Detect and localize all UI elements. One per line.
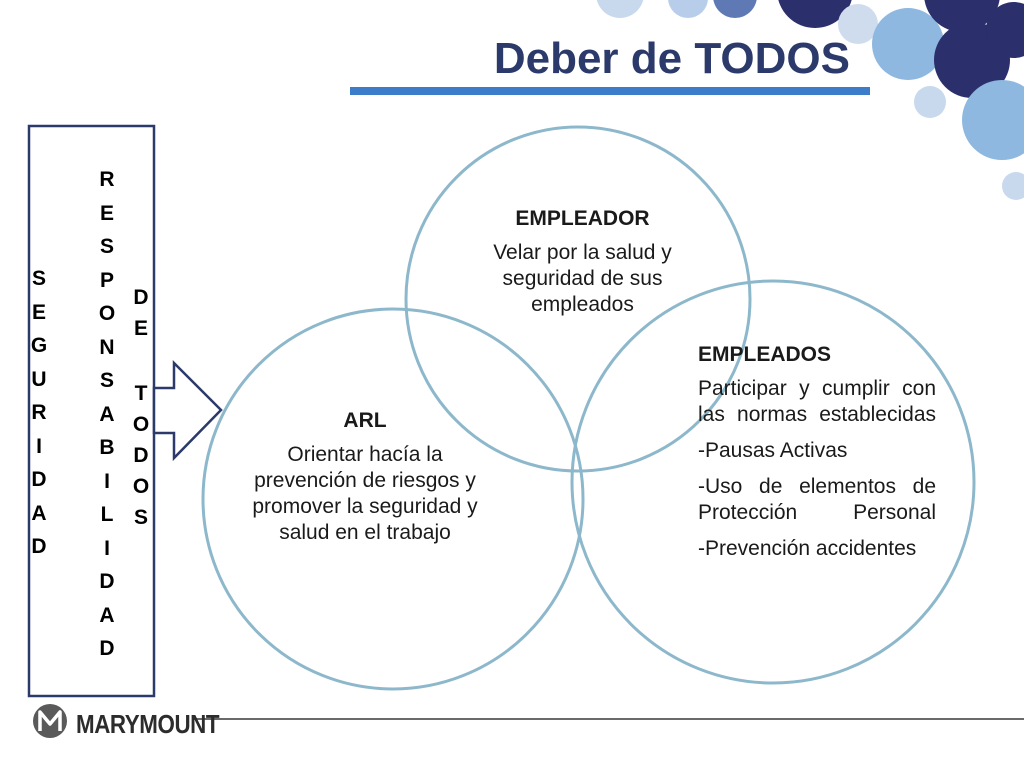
deco-dot [838, 4, 878, 44]
deco-dot [986, 2, 1024, 58]
letter: N [99, 335, 115, 359]
deco-dot [668, 0, 708, 18]
logo-wordmark: MARYMOUNT [76, 709, 220, 739]
letter: I [104, 536, 110, 560]
letter: A [99, 402, 115, 426]
letter: D [31, 535, 47, 558]
letter: A [99, 603, 115, 627]
circle-arl [201, 307, 585, 691]
letter: U [31, 367, 47, 391]
letter: I [104, 469, 110, 493]
empleados-text: EMPLEADOS Participar y cumplir con las n… [698, 342, 936, 572]
empleados-item: -Prevención accidentes [698, 537, 917, 560]
deco-dot [778, 0, 852, 28]
empleados-heading: EMPLEADOS [698, 343, 832, 366]
empleados-item: Participar y cumplir con las normas esta… [698, 377, 936, 426]
letter: E [133, 317, 148, 340]
letter: O [132, 413, 150, 436]
letter: S [133, 506, 148, 529]
deco-dot [1002, 172, 1024, 200]
letter: A [31, 501, 47, 525]
letter: R [99, 168, 115, 191]
empleados-item: -Uso de elementos de Protección Personal [698, 475, 936, 524]
deco-dot [872, 8, 944, 80]
letter: D [31, 468, 47, 491]
empleador-heading: EMPLEADOR [515, 207, 650, 230]
letter: D [99, 637, 115, 660]
letter: L [100, 503, 114, 526]
letter: S [31, 267, 46, 290]
arl-heading: ARL [343, 409, 387, 432]
letter: B [99, 436, 115, 459]
circle-empleados [570, 279, 976, 685]
letter: O [98, 302, 116, 325]
letter: S [99, 235, 114, 258]
empleados-item: -Pausas Activas [698, 439, 848, 462]
letter: E [99, 201, 114, 225]
logo-mark [33, 704, 67, 738]
letter: D [133, 444, 149, 467]
arl-description: Orientar hacía la prevención de riesgos … [252, 443, 478, 544]
arl-text: ARL Orientar hacía la prevención de ries… [246, 408, 484, 546]
decorative-dots [596, 0, 1024, 200]
deco-dot [962, 80, 1024, 160]
title-underline [350, 87, 870, 95]
letter: P [99, 268, 114, 292]
circle-empleador [404, 125, 752, 473]
letter: E [31, 300, 46, 324]
letter: S [99, 369, 114, 392]
empleador-text: EMPLEADOR Velar por la salud y seguridad… [470, 206, 695, 318]
letter: O [132, 475, 150, 498]
empleador-description: Velar por la salud y seguridad de sus em… [493, 241, 672, 316]
letter: G [30, 334, 48, 357]
letter: R [31, 401, 47, 424]
deco-dot [914, 86, 946, 118]
deco-dot [596, 0, 644, 18]
slide-title: Deber de TODOS [493, 34, 850, 83]
letter: D [133, 286, 149, 309]
letter: D [99, 570, 115, 593]
deco-dot [713, 0, 757, 18]
letter: I [36, 434, 42, 458]
letter: T [134, 382, 148, 405]
arrow-right [152, 359, 223, 462]
